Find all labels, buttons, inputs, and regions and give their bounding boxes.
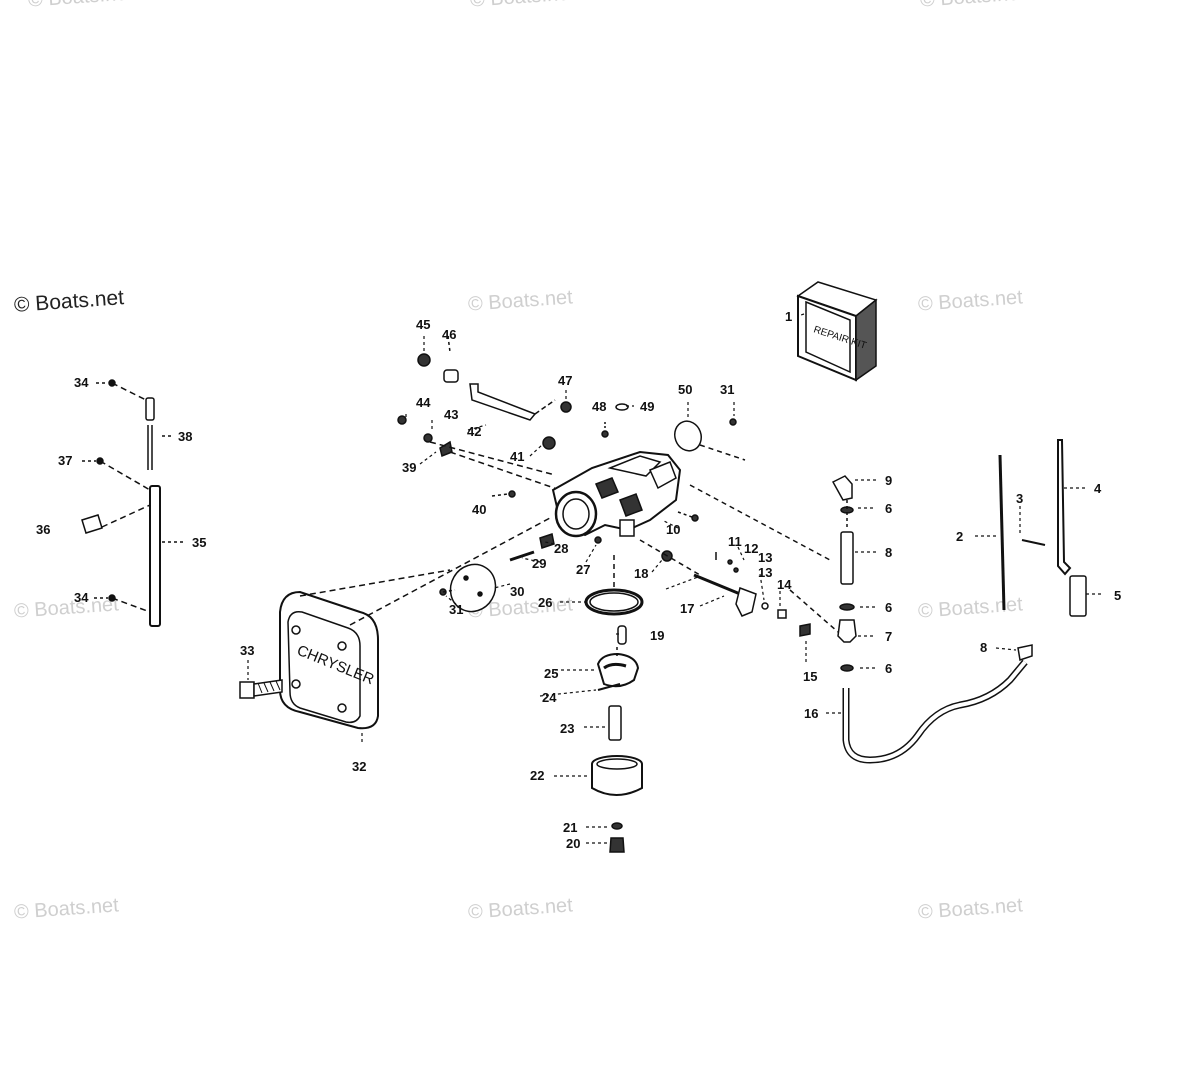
callout-47: 47 xyxy=(558,373,573,388)
callout-19: 19 xyxy=(650,628,665,643)
repair-kit-box: REPAIR KIT xyxy=(796,281,878,382)
callout-21: 21 xyxy=(563,820,578,835)
callout-2: 2 xyxy=(956,529,964,544)
callout-1: 1 xyxy=(785,309,793,324)
callout-35: 35 xyxy=(192,535,207,550)
fast-idle-lever-group xyxy=(397,335,572,498)
silencer-screw xyxy=(239,679,283,699)
callout-4: 4 xyxy=(1094,481,1102,496)
callout-3: 3 xyxy=(1016,491,1024,506)
callout-45: 45 xyxy=(416,317,431,332)
callout-5: 5 xyxy=(1114,588,1122,603)
throttle-linkage-left xyxy=(81,379,186,627)
callout-41: 41 xyxy=(510,449,525,464)
callout-30: 30 xyxy=(510,584,525,599)
callout-37: 37 xyxy=(58,453,73,468)
callout-46: 46 xyxy=(442,327,457,342)
callout-7: 7 xyxy=(885,629,893,644)
fuel-fitting-stack xyxy=(689,475,857,672)
float-bowl-group xyxy=(584,555,644,853)
leader-lines xyxy=(247,313,1104,844)
callout-26: 26 xyxy=(538,595,553,610)
callout-42: 42 xyxy=(467,424,482,439)
fuel-hose xyxy=(842,644,1033,764)
rods-right xyxy=(998,439,1087,617)
callout-23: 23 xyxy=(560,721,575,736)
callout-43: 43 xyxy=(444,407,459,422)
callout-28: 28 xyxy=(554,541,569,556)
callout-10: 10 xyxy=(666,522,681,537)
callout-34a: 34 xyxy=(74,375,89,390)
callout-6c: 6 xyxy=(885,661,893,676)
callout-22: 22 xyxy=(530,768,545,783)
air-silencer-cover: CHRYSLER xyxy=(279,517,551,730)
callout-48: 48 xyxy=(592,399,607,414)
callout-8b: 8 xyxy=(980,640,988,655)
callout-40: 40 xyxy=(472,502,487,517)
callout-25: 25 xyxy=(544,666,559,681)
callout-16: 16 xyxy=(804,706,819,721)
callout-14: 14 xyxy=(777,577,792,592)
callout-36: 36 xyxy=(36,522,51,537)
callout-33: 33 xyxy=(240,643,255,658)
callout-44: 44 xyxy=(416,395,431,410)
callout-49: 49 xyxy=(640,399,655,414)
callout-31a: 31 xyxy=(449,602,464,617)
callout-13b: 13 xyxy=(758,565,773,580)
callout-27: 27 xyxy=(576,562,591,577)
callout-6b: 6 xyxy=(885,600,893,615)
callout-9: 9 xyxy=(885,473,893,488)
callout-18: 18 xyxy=(634,566,649,581)
throttle-shaft-group xyxy=(639,511,811,637)
carburetor-body xyxy=(551,403,682,538)
callout-34b: 34 xyxy=(74,590,89,605)
callout-13a: 13 xyxy=(758,550,773,565)
callout-38: 38 xyxy=(178,429,193,444)
callout-29: 29 xyxy=(532,556,547,571)
callout-17: 17 xyxy=(680,601,695,616)
callout-11: 11 xyxy=(728,534,742,549)
callout-24: 24 xyxy=(542,690,557,705)
callout-20: 20 xyxy=(566,836,581,851)
callout-15: 15 xyxy=(803,669,818,684)
callout-50: 50 xyxy=(678,382,693,397)
callout-32: 32 xyxy=(352,759,367,774)
mount-screws xyxy=(509,533,602,562)
callout-6a: 6 xyxy=(885,501,893,516)
choke-plate xyxy=(439,563,497,613)
callout-39: 39 xyxy=(402,460,417,475)
callout-31b: 31 xyxy=(720,382,735,397)
cover-plate xyxy=(674,418,746,461)
callout-8a: 8 xyxy=(885,545,893,560)
callout-12: 12 xyxy=(744,541,759,556)
